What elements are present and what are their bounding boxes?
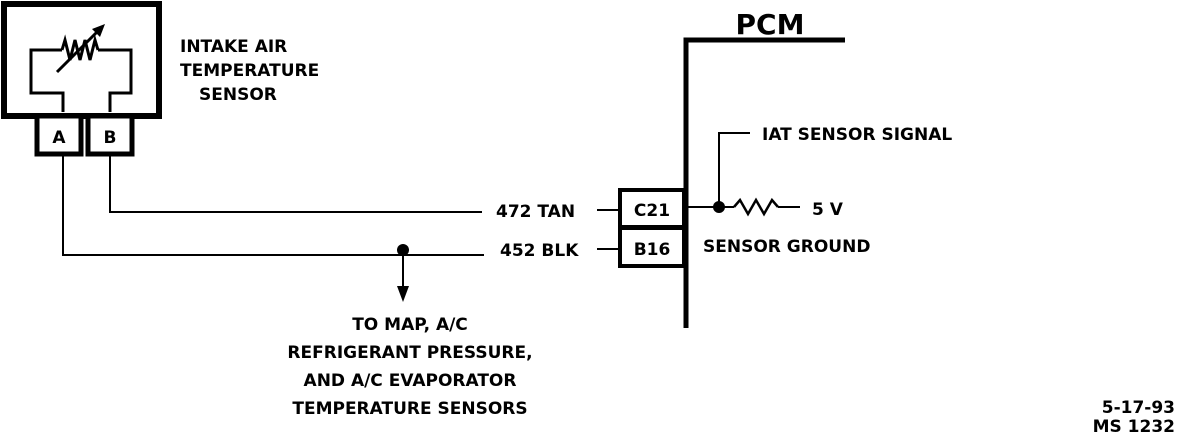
- pcm-pin-c21: C21: [634, 201, 670, 221]
- resistor-icon: [733, 197, 779, 217]
- wire-452-blk: [62, 154, 484, 256]
- pcm: PCM C21 B16 IAT SENSOR SIGNAL 5 V SENSOR…: [618, 8, 952, 328]
- sensor-name-line-3: SENSOR: [199, 85, 277, 105]
- sensor-internal-wire-right: [98, 48, 133, 112]
- reference-voltage-label: 5 V: [812, 200, 844, 220]
- note-line-1: TO MAP, A/C: [352, 315, 468, 335]
- variable-resistor-icon: [60, 34, 100, 61]
- pcm-outline: [683, 37, 845, 328]
- pcm-title: PCM: [736, 8, 805, 41]
- figure-date: 5-17-93: [1102, 398, 1175, 418]
- shared-sensors-note: TO MAP, A/C REFRIGERANT PRESSURE, AND A/…: [287, 315, 532, 419]
- sensor-name-line-2: TEMPERATURE: [180, 61, 319, 81]
- pcm-pin-b16-box: [618, 226, 686, 268]
- pcm-pin-b16: B16: [634, 240, 671, 260]
- figure-code: MS 1232: [1093, 417, 1175, 437]
- sensor-pin-a-box: [34, 113, 84, 157]
- variable-resistor-arrowhead: [92, 24, 105, 37]
- note-line-2: REFRIGERANT PRESSURE,: [287, 343, 532, 363]
- sensor-name-line-1: INTAKE AIR: [180, 37, 287, 57]
- iat-sensor: A B INTAKE AIR TEMPERATURE SENSOR: [1, 1, 319, 157]
- sensor-pin-b: B: [104, 128, 117, 148]
- sensor-internal-wire: [29, 48, 65, 112]
- iat-signal-label: IAT SENSOR SIGNAL: [762, 125, 952, 145]
- ground-branch-arrowhead: [397, 286, 409, 302]
- variable-resistor-arrow-line: [55, 26, 103, 74]
- signal-tap-wire: [718, 132, 750, 207]
- sensor-ground-label: SENSOR GROUND: [703, 237, 870, 257]
- figure-footer: 5-17-93 MS 1232: [1093, 398, 1175, 437]
- wire-452-blk-label: 452 BLK: [500, 241, 579, 261]
- wiring: 472 TAN 452 BLK: [62, 154, 620, 302]
- wire-472-tan: [109, 154, 482, 213]
- sensor-pin-a: A: [52, 128, 66, 148]
- note-line-4: TEMPERATURE SENSORS: [292, 399, 527, 419]
- note-line-3: AND A/C EVAPORATOR: [304, 371, 517, 391]
- wire-472-tan-label: 472 TAN: [496, 202, 575, 222]
